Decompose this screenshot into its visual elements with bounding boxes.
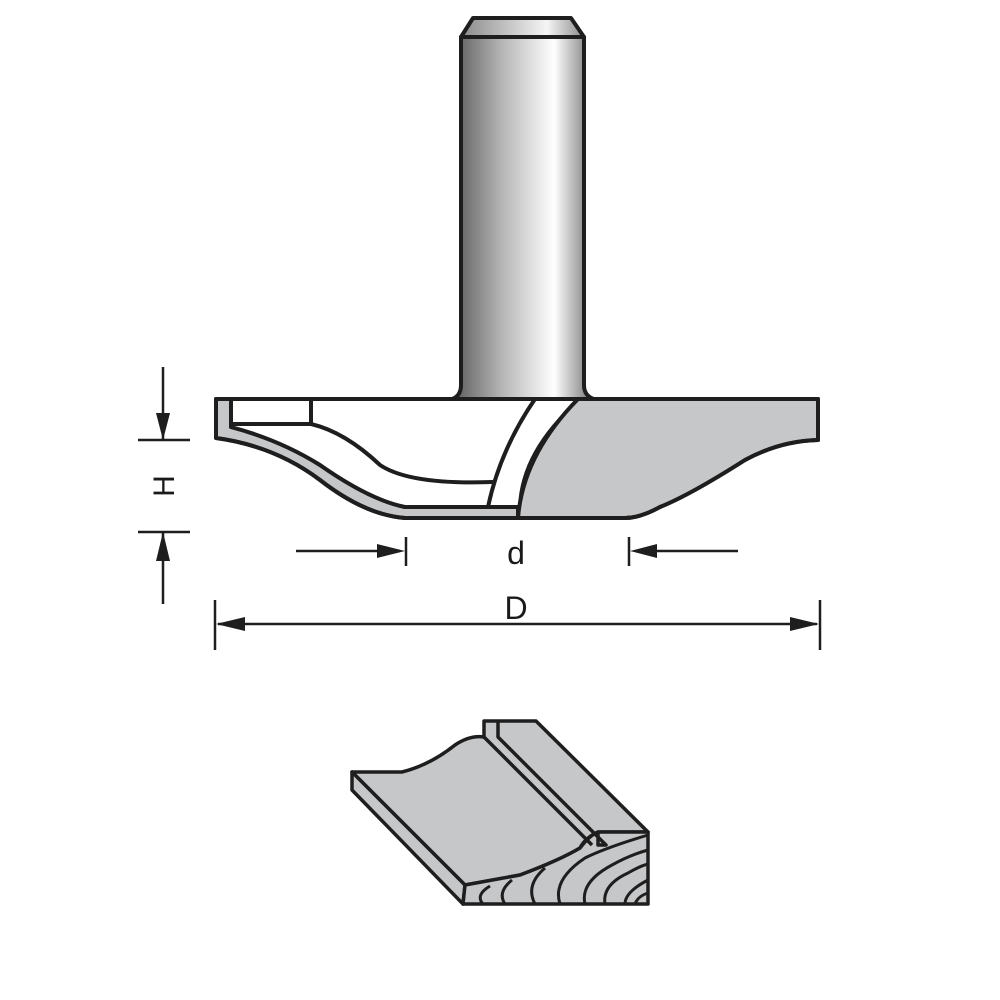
arrow-right-icon xyxy=(377,544,405,558)
molding-rail-edge xyxy=(482,735,594,847)
cutter-outline xyxy=(214,397,820,520)
flute-diagonal-1 xyxy=(486,397,537,508)
wood-grain xyxy=(478,833,649,905)
flute-inner-curve xyxy=(309,422,494,485)
arrow-left-icon xyxy=(216,617,245,631)
cutter-body xyxy=(214,397,820,520)
arrow-right-icon xyxy=(790,617,819,631)
flute-diagonal-2 xyxy=(516,397,580,519)
dimension-h: H xyxy=(138,367,190,604)
shank-body xyxy=(450,35,596,401)
dimension-D: D xyxy=(213,590,822,650)
label-h: H xyxy=(148,475,181,497)
label-d: d xyxy=(507,535,525,571)
label-D: D xyxy=(504,590,527,626)
molding-rail-top xyxy=(496,721,608,847)
arrow-down-icon xyxy=(156,413,170,440)
cutter-left-outline xyxy=(229,399,518,509)
shank-chamfer xyxy=(459,16,586,39)
dimension-d: d xyxy=(296,535,738,571)
wood-molding xyxy=(350,719,650,906)
shank xyxy=(450,16,596,401)
